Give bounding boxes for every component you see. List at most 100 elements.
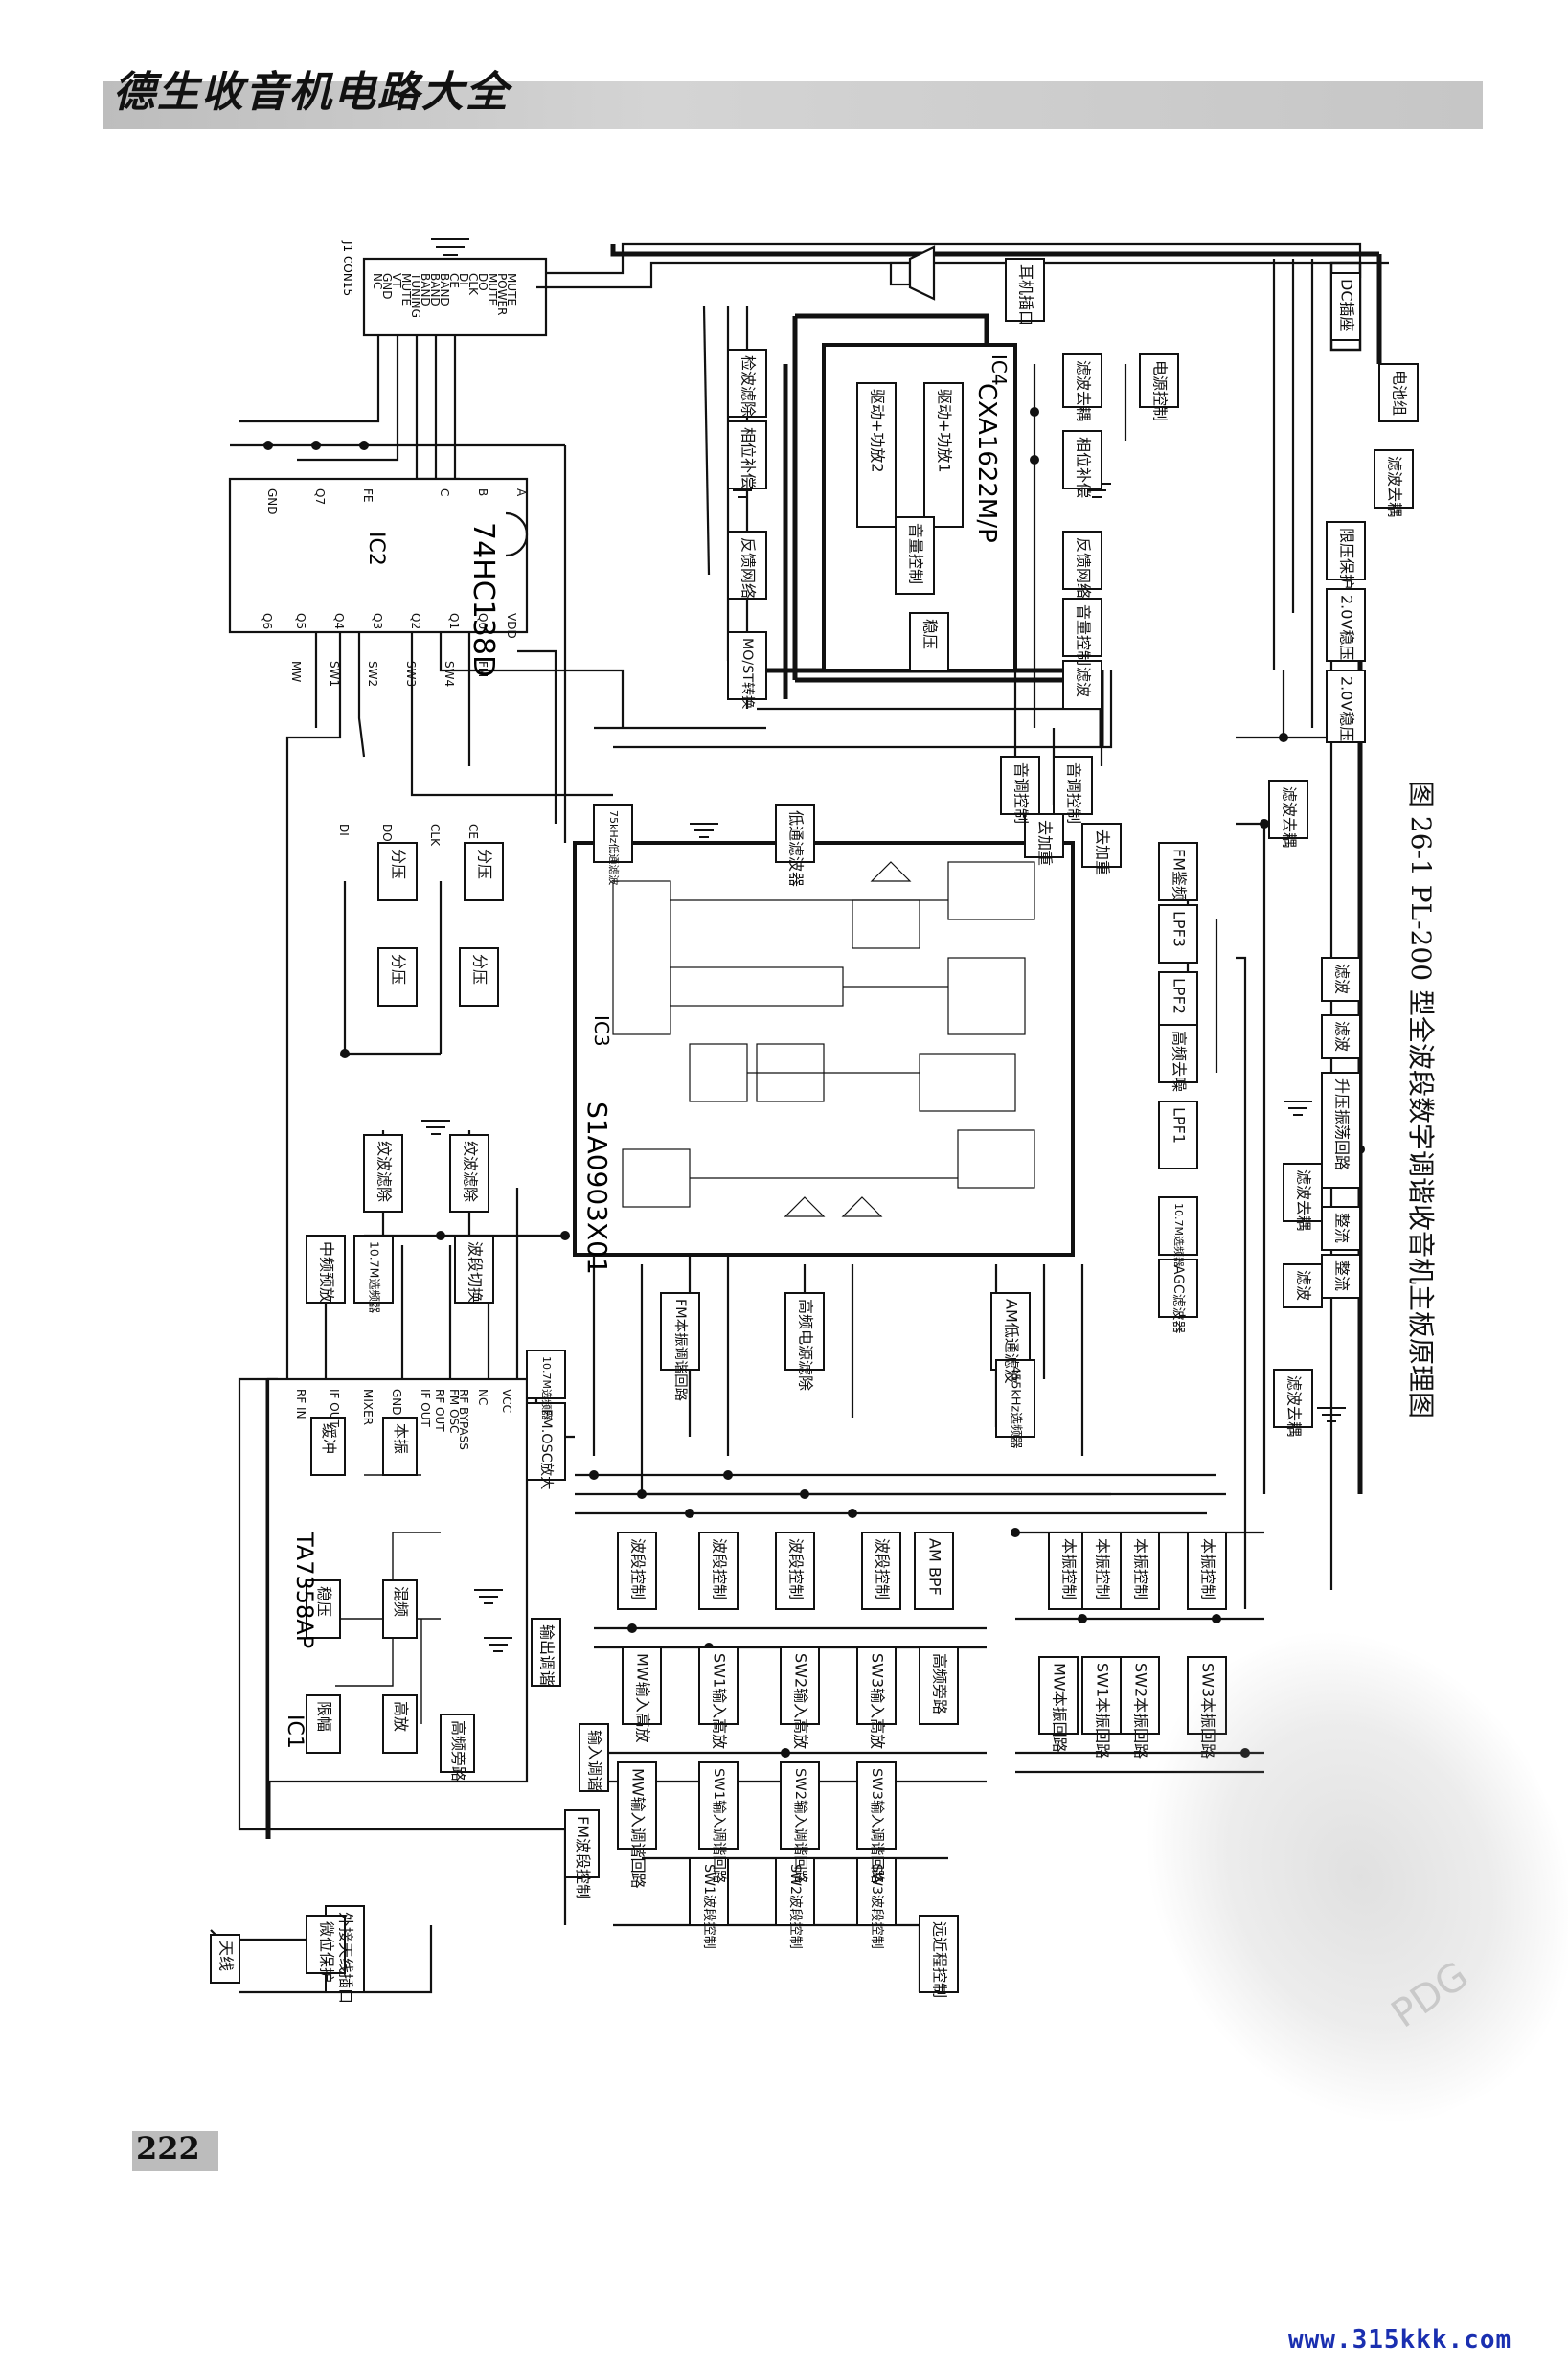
block-sw2-band xyxy=(775,1857,815,1926)
label-hf-power: 高频电源滤除 xyxy=(797,1299,815,1391)
label-limiter: 限幅 xyxy=(315,1701,333,1732)
label-deemph2: 去加重 xyxy=(1094,829,1112,875)
block-micro-protect xyxy=(306,1915,346,1974)
label-band-switch: 波段切换 xyxy=(466,1241,485,1303)
label-feedback-b: 反馈网络 xyxy=(1075,537,1093,599)
j1-pin-14: MUTE xyxy=(505,273,518,306)
block-local-ctrl1 xyxy=(1048,1532,1088,1610)
ic1-pin-7: VCC xyxy=(500,1389,513,1413)
block-fm-local xyxy=(660,1292,700,1371)
label-lpf1: LPF1 xyxy=(1170,1107,1189,1144)
label-osc-107c: 10.7M选频器 xyxy=(540,1356,554,1420)
block-filter xyxy=(1062,660,1102,710)
label-fm-osc-amp: FM.OSC放大 xyxy=(538,1409,555,1490)
ic2-out-5: FM xyxy=(476,661,489,677)
label-divider4: 分压 xyxy=(471,954,489,985)
label-antenna: 天线 xyxy=(217,1941,236,1971)
block-divider2 xyxy=(464,842,504,901)
block-hf-remove xyxy=(1158,1024,1198,1083)
label-local-ctrl4: 本振控制 xyxy=(1199,1538,1217,1600)
label-feedback-a: 反馈网络 xyxy=(739,537,758,599)
label-input-tune: 输入调谐 xyxy=(586,1730,604,1791)
block-osc-107 xyxy=(1158,1196,1198,1256)
block-filter-a xyxy=(1321,1014,1361,1059)
block-hf-bypass xyxy=(440,1714,475,1773)
label-phase-comp-b: 相位补偿 xyxy=(1075,437,1093,498)
ic2-pin-left-5: A xyxy=(514,488,528,497)
label-sw1-local: SW1本振回路 xyxy=(1094,1663,1112,1759)
block-input-tune xyxy=(579,1723,609,1792)
block-deemph2 xyxy=(1081,823,1122,868)
block-divider3 xyxy=(377,947,418,1007)
label-rf-amp: 高放 xyxy=(392,1701,410,1732)
label-sw2-local: SW2本振回路 xyxy=(1132,1663,1150,1759)
block-am-lpf xyxy=(990,1292,1031,1371)
block-filter-f xyxy=(1273,1369,1313,1428)
j1-pin-13: POWER xyxy=(495,273,509,315)
label-sw1-in-amp: SW1输入高放 xyxy=(711,1653,729,1749)
block-mw-in-amp xyxy=(622,1646,662,1725)
j1-ref: J1 CON15 xyxy=(341,241,354,297)
ic2-pin-left-4: B xyxy=(476,488,489,496)
ic1-pin-9: RF OUT xyxy=(433,1389,446,1432)
label-hf-bypass: 高频旁路 xyxy=(449,1720,467,1782)
block-volume-ctrl2 xyxy=(1062,598,1102,657)
j1-pin-12: MUTE xyxy=(486,273,499,306)
label-sw2-in-amp: SW2输入高放 xyxy=(792,1653,810,1749)
block-band-ctrl2 xyxy=(698,1532,739,1610)
label-filter-decouple: 滤波去耦 xyxy=(1386,456,1404,517)
label-local-osc: 本振 xyxy=(392,1423,410,1454)
label-filter: 滤波 xyxy=(1075,667,1093,697)
block-phase-comp-a xyxy=(727,420,767,489)
block-tone-ctrl2 xyxy=(1053,756,1093,815)
ic1-pin-2: MIXER xyxy=(361,1389,375,1425)
block-filter-d xyxy=(1268,780,1308,839)
block-buffer xyxy=(310,1417,346,1476)
header-bar xyxy=(103,81,1483,129)
label-agc: AGC滤波器 xyxy=(1170,1265,1186,1334)
ic1-pin-6: NC xyxy=(476,1389,489,1405)
block-lpf1 xyxy=(1158,1101,1198,1169)
j1-pin-11: DO xyxy=(476,273,489,291)
block-feedback-b xyxy=(1062,531,1102,590)
ic2-out-2: SW2 xyxy=(366,661,379,687)
label-sw2-band: SW2波段控制 xyxy=(787,1864,803,1949)
label-battery: 电池组 xyxy=(1391,370,1409,416)
ic1-pin-1: IF OUT xyxy=(328,1389,341,1427)
label-earphone: 耳机插口 xyxy=(1017,264,1035,326)
label-am-lpf: AM低通滤波 xyxy=(1003,1299,1021,1384)
block-band-ctrl3 xyxy=(775,1532,815,1610)
block-local-osc xyxy=(382,1417,418,1476)
label-filter-d: 滤波去耦 xyxy=(1281,786,1299,848)
ic2-pin-left-2: FE xyxy=(361,488,375,502)
block-antenna xyxy=(210,1934,240,1984)
ic1-pin-5: FM OSC xyxy=(447,1389,461,1434)
block-reg-20a xyxy=(1326,588,1366,662)
label-select-455: 455kHz选频器 xyxy=(1009,1366,1023,1449)
label-rect1: 整流 xyxy=(1333,1213,1352,1243)
block-sw2-in-amp xyxy=(780,1646,820,1725)
block-regulator-ic4 xyxy=(909,612,949,671)
block-select-455 xyxy=(995,1359,1035,1438)
block-boost xyxy=(1321,1072,1361,1189)
label-osc-107: 10.7M选频器 xyxy=(1172,1203,1186,1267)
ic2-pin-left-3: C xyxy=(438,488,451,496)
label-rect2: 整流 xyxy=(1333,1260,1352,1291)
block-sw1-in-amp xyxy=(698,1646,739,1725)
label-band-ctrl1: 波段控制 xyxy=(629,1538,648,1600)
block-output-tune xyxy=(531,1618,561,1687)
ic3-top-pin-0: DI xyxy=(337,824,351,836)
block-reverse-protect xyxy=(1326,521,1366,580)
label-filter-remove: 滤波去耦 xyxy=(1075,360,1093,421)
label-fm-local: FM本振调谐回路 xyxy=(672,1299,689,1401)
label-mo-st: MO/ST转换 xyxy=(739,638,756,709)
ic2-pin-right-3: Q3 xyxy=(371,613,384,629)
block-filter-remove xyxy=(1062,353,1102,408)
block-sw2-in-tune xyxy=(780,1761,820,1850)
block-bias-detect xyxy=(727,349,767,418)
label-drive-amp2: 驱动+功放2 xyxy=(869,389,887,473)
block-sw3-in-amp xyxy=(856,1646,897,1725)
block-sw1-band xyxy=(689,1857,729,1926)
label-local-ctrl2: 本振控制 xyxy=(1094,1538,1112,1600)
block-sw2-local xyxy=(1120,1656,1160,1735)
